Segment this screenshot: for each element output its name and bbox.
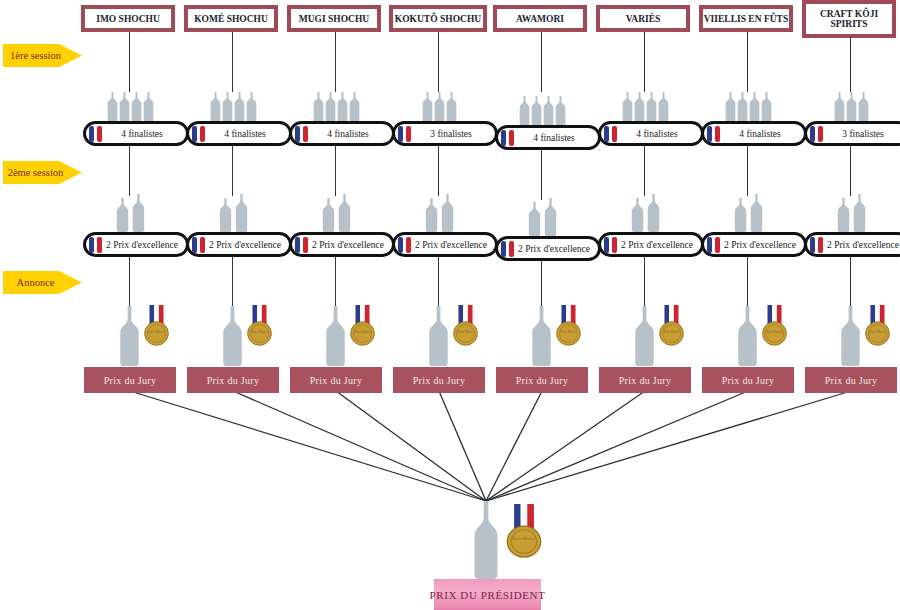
france-flag-icon — [192, 126, 205, 142]
jury-award-box: Prix du Jury — [702, 367, 794, 393]
excellence-bottle-icons — [697, 194, 799, 232]
france-flag-icon — [604, 126, 617, 142]
winner-group: Kura Master — [388, 304, 490, 366]
gold-medal-icon: Kura Master — [246, 305, 273, 346]
winner-bottle-icon — [222, 306, 243, 366]
excellence-label: 2 Prix d'excellence — [621, 240, 693, 250]
category-title: VARIÉS — [626, 14, 661, 24]
excellence-bottle-icons — [388, 194, 490, 232]
svg-text:Kura Master: Kura Master — [252, 330, 269, 334]
svg-text:Kura Master: Kura Master — [870, 330, 887, 334]
excellence-label: 2 Prix d'excellence — [724, 240, 796, 250]
gold-medal-icon: Kura Master — [864, 305, 891, 346]
finalists-pill: 3 finalistes — [804, 121, 900, 146]
jury-award-box: Prix du Jury — [599, 367, 691, 393]
category-header: KOKUTÔ SHOCHU — [389, 5, 487, 32]
excellence-pill: 2 Prix d'excellence — [701, 232, 807, 257]
finalists-pill: 4 finalistes — [495, 125, 601, 150]
finalist-bottle-icons — [388, 90, 490, 122]
category-title: KOKUTÔ SHOCHU — [395, 14, 481, 24]
connector-line — [129, 146, 130, 196]
finalists-label: 3 finalistes — [842, 129, 883, 139]
winner-group: Kura Master — [800, 304, 900, 366]
connector-line — [850, 256, 851, 307]
connector-line — [747, 146, 748, 196]
france-flag-icon — [295, 237, 308, 253]
connector-line — [644, 256, 645, 307]
category-header: VIIELLIS EN FÛTS — [699, 5, 793, 32]
jury-award-box: Prix du Jury — [805, 367, 897, 393]
finalists-label: 4 finalistes — [224, 129, 265, 139]
category-header: KOMÉ SHOCHU — [184, 5, 278, 32]
finalists-label: 4 finalistes — [327, 129, 368, 139]
excellence-bottle-icons — [182, 194, 284, 232]
connector-line — [438, 146, 439, 196]
connector-line — [644, 146, 645, 196]
category-title: KOMÉ SHOCHU — [194, 14, 268, 24]
excellence-pill: 2 Prix d'excellence — [392, 232, 498, 257]
france-flag-icon — [501, 130, 514, 146]
svg-text:Kura Master: Kura Master — [513, 537, 536, 542]
connector-line — [747, 32, 748, 92]
winner-group: Kura Master — [594, 304, 696, 366]
column-kome-shochu: KOMÉ SHOCHU 4 finalistes 2 Prix d'excell… — [182, 0, 284, 610]
category-header: IMO SHOCHU — [81, 5, 175, 32]
winner-bottle-icon — [737, 306, 758, 366]
winner-bottle-icon — [840, 306, 861, 366]
column-varies: VARIÉS 4 finalistes 2 Prix d'excellence … — [594, 0, 696, 610]
jury-award-box: Prix du Jury — [393, 367, 485, 393]
finalists-label: 4 finalistes — [121, 129, 162, 139]
winner-group: Kura Master — [491, 304, 593, 366]
connector-line — [232, 256, 233, 307]
jury-award-box: Prix du Jury — [496, 367, 588, 393]
finalist-bottle-icons — [79, 90, 181, 122]
category-title: IMO SHOCHU — [96, 14, 160, 24]
gold-medal-icon: Kura Master — [658, 305, 685, 346]
excellence-pill: 2 Prix d'excellence — [804, 232, 900, 257]
gold-medal-icon: Kura Master — [761, 305, 788, 346]
finalist-bottle-icons — [491, 94, 593, 126]
connector-line — [541, 261, 542, 307]
connector-line — [438, 32, 439, 92]
excellence-pill: 2 Prix d'excellence — [495, 236, 601, 261]
winner-group: Kura Master — [79, 304, 181, 366]
connector-line — [644, 32, 645, 92]
excellence-label: 2 Prix d'excellence — [415, 240, 487, 250]
finalist-bottle-icons — [594, 90, 696, 122]
connector-line — [438, 256, 439, 307]
svg-text:Kura Master: Kura Master — [664, 330, 681, 334]
france-flag-icon — [295, 126, 308, 142]
finalists-pill: 4 finalistes — [289, 121, 395, 146]
finalists-label: 4 finalistes — [739, 129, 780, 139]
column-craft-koji-spirits: CRAFT KÔJI SPIRITS 3 finalistes 2 Prix d… — [800, 0, 900, 610]
connector-line — [335, 256, 336, 307]
column-vieillis-en-futs: VIIELLIS EN FÛTS 4 finalistes 2 Prix d'e… — [697, 0, 799, 610]
svg-text:Kura Master: Kura Master — [149, 330, 166, 334]
session-arrow-3-label: Annonce — [17, 277, 55, 288]
excellence-pill: 2 Prix d'excellence — [598, 232, 704, 257]
excellence-bottle-icons — [79, 194, 181, 232]
svg-text:Kura Master: Kura Master — [355, 330, 372, 334]
excellence-label: 2 Prix d'excellence — [106, 240, 178, 250]
winner-bottle-icon — [325, 306, 346, 366]
connector-line — [129, 256, 130, 307]
excellence-label: 2 Prix d'excellence — [209, 240, 281, 250]
france-flag-icon — [398, 126, 411, 142]
france-flag-icon — [604, 237, 617, 253]
winner-group: Kura Master — [285, 304, 387, 366]
finalist-bottle-icons — [285, 90, 387, 122]
winner-bottle-icon — [634, 306, 655, 366]
jury-award-box: Prix du Jury — [84, 367, 176, 393]
connector-line — [232, 32, 233, 92]
gold-medal-icon: Kura Master — [555, 305, 582, 346]
gold-medal-icon: Kura Master — [349, 305, 376, 346]
france-flag-icon — [707, 126, 720, 142]
finalists-pill: 3 finalistes — [392, 121, 498, 146]
svg-text:Kura Master: Kura Master — [767, 330, 784, 334]
finalist-bottle-icons — [697, 90, 799, 122]
category-title: CRAFT KÔJI SPIRITS — [806, 9, 892, 29]
connector-line — [541, 32, 542, 92]
winner-bottle-icon — [119, 306, 140, 366]
france-flag-icon — [810, 237, 823, 253]
